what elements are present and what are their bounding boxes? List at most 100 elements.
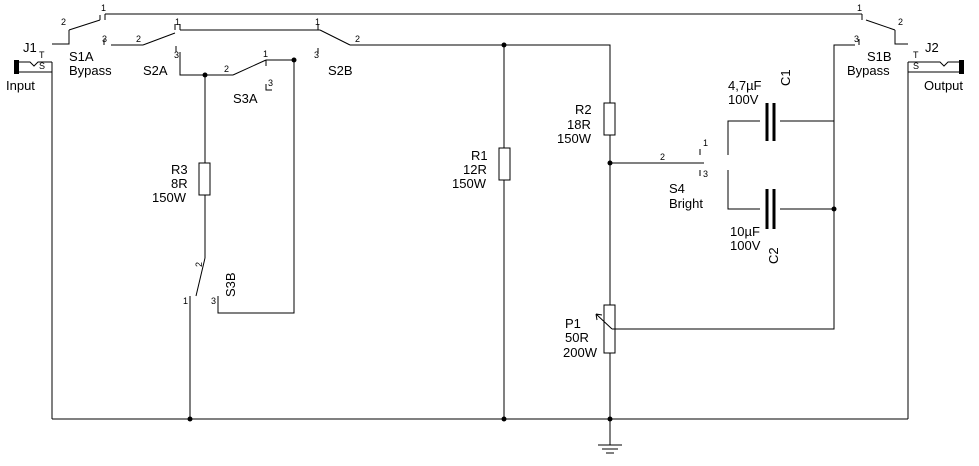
switch-s2a: 1 2 3 S2A bbox=[136, 17, 181, 78]
capacitor-c1: C1 4,7µF 100V bbox=[728, 69, 793, 141]
switch-s1a-pin2: 2 bbox=[61, 17, 66, 27]
switch-s1a-name: Bypass bbox=[69, 63, 112, 78]
switch-s3a-lever bbox=[232, 59, 272, 91]
switch-s2b-pin2: 2 bbox=[355, 34, 360, 44]
wire-main-line bbox=[350, 44, 611, 103]
switch-s3b-pin2: 2 bbox=[194, 262, 204, 267]
jack-j2-contacts bbox=[908, 61, 959, 73]
switch-s1a-pin3: 3 bbox=[102, 34, 107, 44]
switch-s3a: 1 2 3 S3A bbox=[224, 49, 273, 106]
switch-s4-ref: S4 bbox=[669, 181, 685, 196]
jack-j2-label: Output bbox=[924, 78, 963, 93]
resistor-r1-power: 150W bbox=[452, 176, 487, 191]
switch-s1a-pin1: 1 bbox=[101, 3, 106, 13]
junction-dot bbox=[607, 416, 613, 422]
switch-s2a-lever bbox=[142, 24, 181, 52]
resistor-r2: R2 18R 150W bbox=[557, 102, 616, 146]
wire-s3a-out bbox=[217, 59, 295, 314]
resistor-r3: R3 8R 150W bbox=[152, 162, 211, 205]
switch-s2a-pin2: 2 bbox=[136, 34, 141, 44]
resistor-r3-power: 150W bbox=[152, 190, 187, 205]
switch-s4: 1 2 3 S4 Bright bbox=[660, 138, 708, 211]
potentiometer-p1-ref: P1 bbox=[565, 316, 581, 331]
switch-s3b-pin3: 3 bbox=[211, 296, 216, 306]
capacitor-c2-voltage: 100V bbox=[730, 238, 761, 253]
switch-s1a: 1 2 3 S1A Bypass bbox=[61, 3, 112, 78]
resistor-r1-body bbox=[498, 147, 511, 181]
junctions bbox=[187, 42, 837, 422]
resistor-r1-ref: R1 bbox=[471, 148, 488, 163]
resistor-r3-body bbox=[198, 162, 211, 196]
jack-j1-body bbox=[14, 60, 19, 74]
switch-s4-name: Bright bbox=[669, 196, 703, 211]
junction-dot bbox=[501, 416, 507, 422]
switch-s1b-pin2: 2 bbox=[898, 17, 903, 27]
resistor-r1: R1 12R 150W bbox=[452, 147, 511, 191]
switch-s2a-pin1: 1 bbox=[175, 17, 180, 27]
switch-s1b-pin3: 3 bbox=[854, 34, 859, 44]
capacitor-c2-plates bbox=[765, 189, 776, 229]
wire-s1b-pin3 bbox=[612, 44, 855, 330]
potentiometer-p1-power: 200W bbox=[563, 345, 598, 360]
resistor-r2-body bbox=[603, 102, 616, 136]
input-jack-j1: J1 T S Input bbox=[6, 40, 52, 93]
switch-s3a-pin2: 2 bbox=[224, 64, 229, 74]
switch-s1b: 1 2 3 S1B Bypass bbox=[847, 3, 903, 78]
capacitor-c2-value: 10µF bbox=[730, 224, 760, 239]
switch-s4-pin3: 3 bbox=[703, 169, 708, 179]
jack-j1-sleeve: S bbox=[39, 61, 45, 71]
potentiometer-p1-value: 50R bbox=[565, 330, 589, 345]
jack-j2-tip: T bbox=[913, 50, 919, 60]
switch-s1b-name: Bypass bbox=[847, 63, 890, 78]
jack-j1-ref: J1 bbox=[23, 40, 37, 55]
switch-s2a-ref: S2A bbox=[143, 63, 168, 78]
jack-j2-body bbox=[959, 60, 964, 74]
switch-s1b-pin1: 1 bbox=[857, 3, 862, 13]
capacitor-c1-ref: C1 bbox=[778, 69, 793, 86]
switch-s1a-lever bbox=[68, 14, 106, 45]
junction-dot bbox=[291, 57, 297, 63]
switch-s2b: 1 2 3 S2B bbox=[314, 17, 360, 78]
capacitor-c1-voltage: 100V bbox=[728, 92, 759, 107]
resistor-r3-value: 8R bbox=[171, 176, 188, 191]
capacitor-c1-value: 4,7µF bbox=[728, 78, 762, 93]
switch-s4-pin2: 2 bbox=[660, 152, 665, 162]
jack-j2-ref: J2 bbox=[925, 40, 939, 55]
capacitor-c1-plates bbox=[765, 103, 776, 141]
resistor-r2-power: 150W bbox=[557, 131, 592, 146]
jack-j1-tip: T bbox=[39, 50, 45, 60]
switch-s2a-pin3: 3 bbox=[174, 50, 179, 60]
junction-dot bbox=[202, 72, 208, 78]
switch-s2b-pin1: 1 bbox=[315, 17, 320, 27]
wire-s1b-pin2 bbox=[894, 30, 908, 45]
resistor-r1-value: 12R bbox=[463, 162, 487, 177]
switch-s3b-pin1: 1 bbox=[183, 296, 188, 306]
switch-s2b-lever bbox=[317, 24, 351, 54]
potentiometer-p1-wiper bbox=[595, 313, 613, 330]
potentiometer-p1: P1 50R 200W bbox=[563, 304, 616, 360]
switch-s2b-ref: S2B bbox=[328, 63, 353, 78]
junction-dot bbox=[831, 206, 837, 212]
jack-j1-label: Input bbox=[6, 78, 35, 93]
switch-s4-lever bbox=[667, 149, 704, 176]
switch-s1b-ref: S1B bbox=[867, 49, 892, 64]
potentiometer-p1-body bbox=[603, 304, 616, 354]
junction-dot bbox=[607, 160, 613, 166]
wire-s4-pin3 bbox=[727, 170, 760, 210]
jack-j1-contacts bbox=[19, 61, 52, 73]
output-jack-j2: J2 T S Output bbox=[908, 40, 964, 93]
switch-s3b-lever bbox=[189, 257, 219, 300]
wire-s2a-pin3 bbox=[179, 52, 205, 76]
switch-s3a-pin3: 3 bbox=[268, 78, 273, 88]
switch-s3b-ref: S3B bbox=[223, 272, 238, 297]
resistor-r2-value: 18R bbox=[567, 117, 591, 132]
junction-dot bbox=[187, 416, 193, 422]
wire-s1a-input bbox=[52, 30, 70, 45]
junction-dot bbox=[501, 42, 507, 48]
resistor-r2-ref: R2 bbox=[575, 102, 592, 117]
switch-s3b: 1 2 3 S3B bbox=[183, 257, 238, 306]
wire-s4-pin1 bbox=[727, 120, 760, 155]
resistor-r3-ref: R3 bbox=[171, 162, 188, 177]
